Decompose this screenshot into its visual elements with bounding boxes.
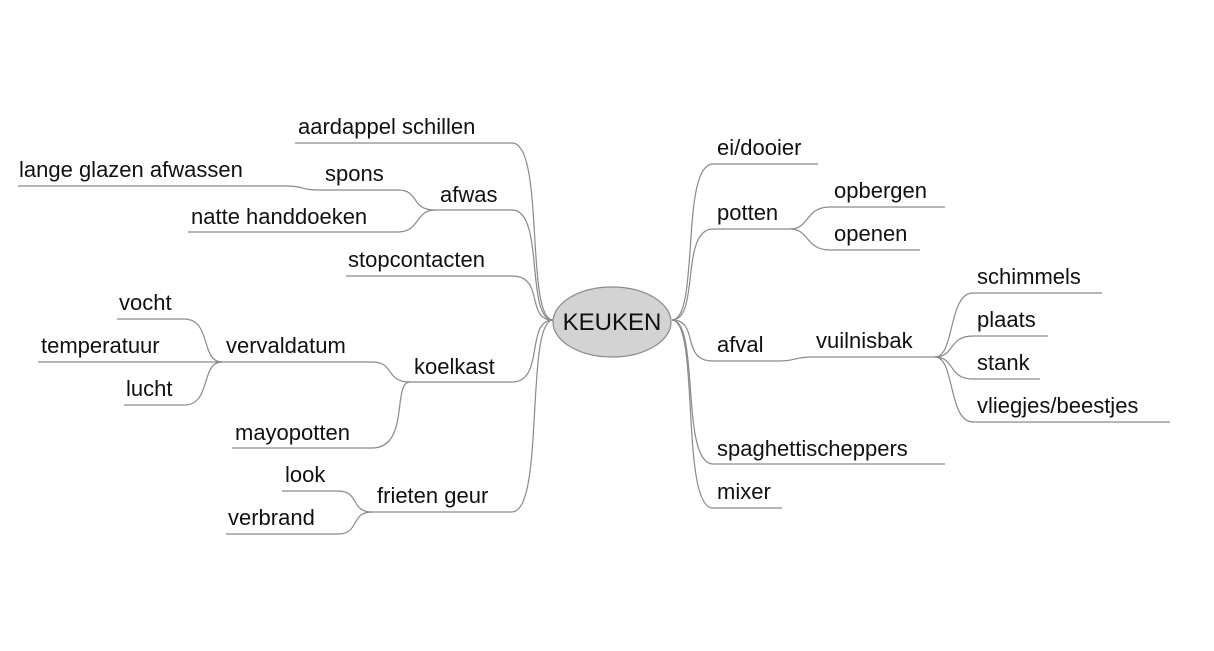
node-potten: potten xyxy=(717,200,778,225)
edge-spons-lange xyxy=(284,185,319,191)
node-lange-glazen: lange glazen afwassen xyxy=(19,157,243,182)
edge-potten-opbergen xyxy=(789,206,831,230)
edge-frieten-look xyxy=(337,490,373,513)
edge-potten-openen xyxy=(789,228,831,251)
node-mixer: mixer xyxy=(717,479,771,504)
edge-vuil-schimmels xyxy=(934,292,974,358)
node-vocht: vocht xyxy=(119,290,172,315)
node-spaghettischeppers: spaghettischeppers xyxy=(717,436,908,461)
node-stank: stank xyxy=(977,350,1031,375)
edge-vuil-plaats xyxy=(934,335,974,358)
edge-center-stopcontacten xyxy=(511,275,554,321)
node-spons: spons xyxy=(325,161,384,186)
edge-center-ei xyxy=(671,163,714,321)
edge-vuil-stank xyxy=(934,356,974,380)
node-vuilnisbak: vuilnisbak xyxy=(816,328,914,353)
node-koelkast: koelkast xyxy=(414,354,495,379)
edge-center-koelkast xyxy=(511,319,554,383)
node-look: look xyxy=(285,462,326,487)
edge-center-frieten xyxy=(511,319,554,513)
node-mayopotten: mayopotten xyxy=(235,420,350,445)
edge-frieten-verbrand xyxy=(337,511,373,535)
node-verbrand: verbrand xyxy=(228,505,315,530)
edge-center-afval xyxy=(671,319,714,362)
edge-koelkast-vervaldatum xyxy=(371,361,411,383)
edge-center-aardappel xyxy=(511,142,554,321)
edge-center-mixer xyxy=(671,319,714,509)
node-plaats: plaats xyxy=(977,307,1036,332)
edge-koelkast-mayo xyxy=(371,381,411,449)
node-temperatuur: temperatuur xyxy=(41,333,160,358)
center-label: KEUKEN xyxy=(563,309,662,336)
node-frieten-geur: frieten geur xyxy=(377,483,488,508)
node-openen: openen xyxy=(834,221,907,246)
node-ei-dooier: ei/dooier xyxy=(717,135,801,160)
node-lucht: lucht xyxy=(126,376,172,401)
edge-verval-lucht xyxy=(183,361,223,406)
node-afwas: afwas xyxy=(440,182,497,207)
node-schimmels: schimmels xyxy=(977,264,1081,289)
edge-afwas-spons xyxy=(397,189,436,211)
node-afval: afval xyxy=(717,332,763,357)
edge-afwas-natte xyxy=(397,209,436,233)
node-stopcontacten: stopcontacten xyxy=(348,247,485,272)
node-aardappel-schillen: aardappel schillen xyxy=(298,114,475,139)
node-natte-handdoeken: natte handdoeken xyxy=(191,204,367,229)
edge-center-afwas xyxy=(511,209,554,321)
edge-verval-vocht xyxy=(183,318,223,363)
node-vliegjes-beestjes: vliegjes/beestjes xyxy=(977,393,1138,418)
node-opbergen: opbergen xyxy=(834,178,927,203)
center-node xyxy=(552,286,672,358)
edge-center-potten xyxy=(671,228,714,321)
edge-afval-vuilnisbak xyxy=(779,356,813,362)
edge-center-spaghetti xyxy=(671,319,714,465)
node-vervaldatum: vervaldatum xyxy=(226,333,346,358)
edge-vuil-vliegjes xyxy=(934,356,974,423)
